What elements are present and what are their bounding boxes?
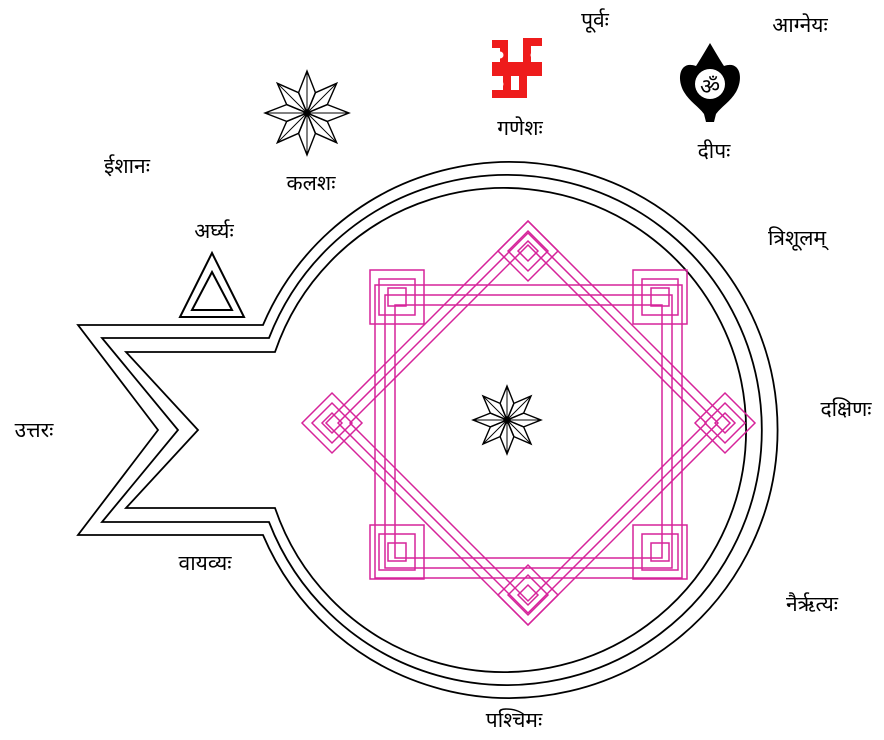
- star-rib-8: [307, 83, 337, 113]
- label-kalasha: कलशः: [287, 171, 337, 195]
- yantra-square-line-2: [385, 295, 672, 568]
- yantra-corner-knot-1-3: [388, 288, 406, 306]
- yantra-tip-knot-3-2: [508, 575, 548, 615]
- yantra-tip-knot-4-2: [312, 403, 352, 443]
- yantra-corner-knot-2-3: [651, 288, 669, 306]
- outline-middle: [102, 175, 762, 685]
- star-rib-6: [277, 83, 307, 113]
- yantra-corner-knot-3-1: [370, 525, 424, 579]
- label-pashchima: पश्चिमः: [486, 708, 543, 732]
- label-ishana: ईशानः: [104, 154, 151, 178]
- label-dakshina: दक्षिणः: [820, 397, 872, 421]
- om-lamp-icon: ॐ: [680, 43, 740, 122]
- label-uttara: उत्तरः: [15, 418, 55, 442]
- label-vayavya: वायव्यः: [179, 551, 233, 575]
- star-rib-4: [277, 113, 307, 143]
- star-rib-4: [483, 420, 507, 444]
- star-rib-8: [507, 396, 531, 420]
- yantra-tip-knot-2-2: [705, 403, 745, 443]
- star-rib-2: [307, 113, 337, 143]
- swastika-icon: [492, 38, 542, 98]
- yantra-pattern: [302, 221, 755, 625]
- label-trishula: त्रिशूलम्: [768, 226, 829, 251]
- yantra-corner-knot-2-1: [633, 270, 687, 324]
- outline-inner: [126, 188, 746, 672]
- star-rib-2: [507, 420, 531, 444]
- star-rib-6: [483, 396, 507, 420]
- label-ganesha: गणेशः: [497, 116, 543, 140]
- label-deepa: दीपः: [698, 139, 732, 163]
- yantra-tip-knot-1-2: [508, 231, 548, 271]
- label-agneya: आग्नेयः: [772, 13, 828, 37]
- yantra-corner-knot-4-1: [633, 525, 687, 579]
- label-nairrutya: नैर्ऋत्यः: [786, 592, 839, 616]
- yantra-corner-knot-1-1: [370, 270, 424, 324]
- kalasha-icon: [265, 71, 349, 155]
- svg-text:ॐ: ॐ: [700, 75, 720, 100]
- center-star-icon: [473, 386, 541, 454]
- arghya-icon: [180, 253, 244, 317]
- yantra-diamond-line-3: [350, 245, 706, 601]
- label-arghya: अर्घ्यः: [194, 219, 234, 243]
- label-purva: पूर्वः: [581, 8, 610, 33]
